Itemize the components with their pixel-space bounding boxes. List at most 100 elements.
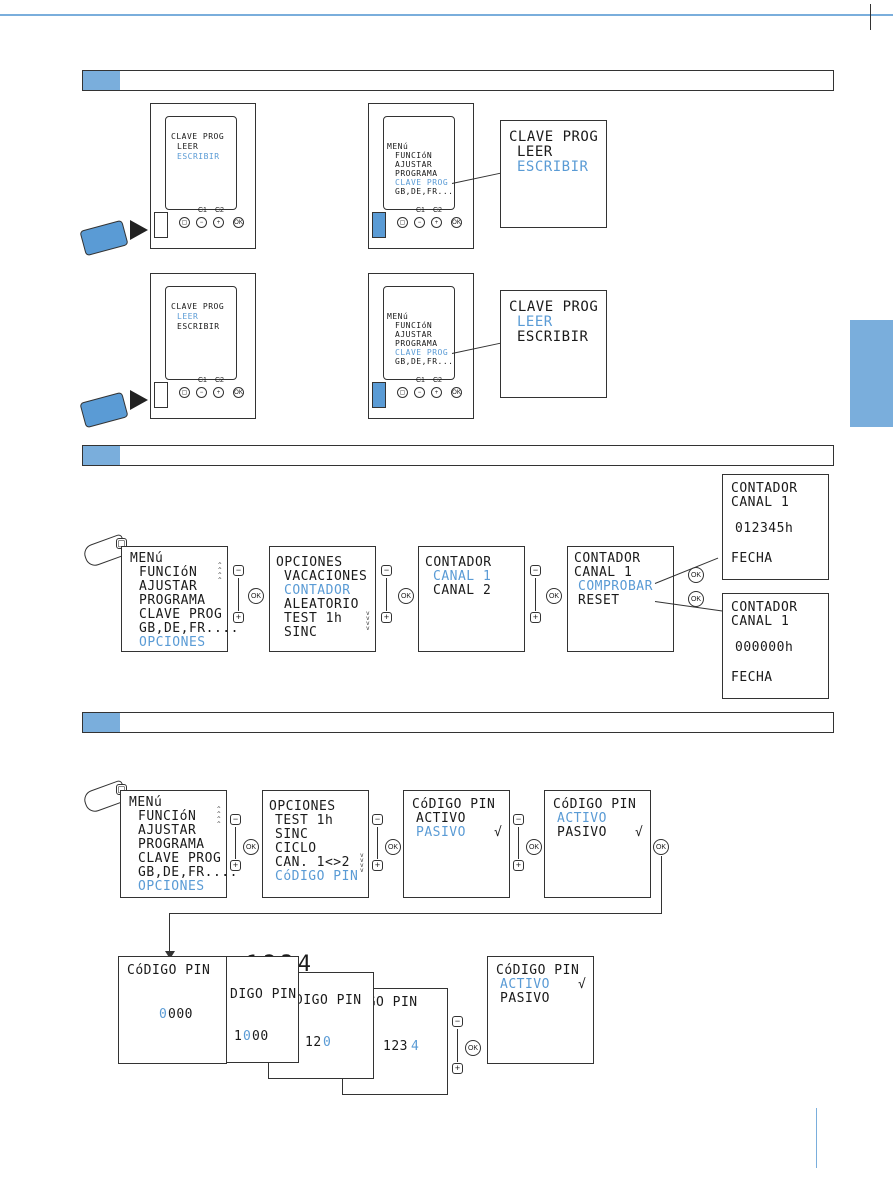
plus-button[interactable]: + [513, 860, 524, 871]
ok-button[interactable]: OK [451, 217, 462, 228]
opciones-screen: OPCIONES VACACIONES CONTADOR ALEATORIO T… [269, 546, 376, 652]
screen-line: CLAVE PROG [139, 607, 223, 622]
minus-button[interactable]: − [414, 217, 425, 228]
screen-line: CANAL 1 [731, 614, 790, 629]
screen-line: AJUSTAR [138, 823, 197, 838]
plus-button[interactable]: + [431, 387, 442, 398]
plus-button[interactable]: + [213, 217, 224, 228]
side-tab [850, 320, 893, 427]
plus-button[interactable]: + [431, 217, 442, 228]
screen-line: COMPROBAR [578, 579, 653, 594]
c1-label: C1 [416, 377, 425, 384]
screen-line: MENú [130, 551, 164, 566]
screen-line: GB,DE,FR.... [138, 865, 238, 880]
screen-line: CLAVE PROG [171, 302, 225, 311]
connector-line [169, 913, 170, 953]
ok-button[interactable]: OK [465, 1040, 481, 1056]
pin-digits: 123 [383, 1039, 408, 1054]
screen-line: ESCRIBIR [517, 159, 589, 175]
connector-line [661, 856, 662, 914]
zoom-screen-2: CLAVE PROG LEER ESCRIBIR [500, 290, 607, 398]
screen-line: CLAVE PROG [138, 851, 222, 866]
screen-line: AJUSTAR [139, 579, 198, 594]
c2-label: C2 [215, 377, 224, 384]
plus-button[interactable]: + [372, 860, 383, 871]
result-screen-2: CONTADOR CANAL 1 000000h FECHA [722, 593, 829, 699]
menu-button[interactable]: ▢ [179, 217, 190, 228]
screen-line: CONTADOR [731, 600, 798, 615]
screen-line: FECHA [731, 670, 773, 685]
minus-button[interactable]: − [196, 387, 207, 398]
minus-button[interactable]: − [372, 814, 383, 825]
minus-button[interactable]: − [414, 387, 425, 398]
screen-line: ESCRIBIR [177, 152, 220, 161]
screen-line: RESET [578, 593, 620, 608]
ok-button[interactable]: OK [653, 839, 669, 855]
screen-line: PROGRAMA [395, 339, 438, 348]
screen-line: MENú [387, 312, 409, 321]
screen-line: ACTIVO [557, 811, 607, 826]
c1-label: C1 [198, 207, 207, 214]
c2-label: C2 [433, 207, 442, 214]
menu-button[interactable]: ▢ [397, 217, 408, 228]
screen-line: SINC [275, 827, 309, 842]
screen-line: LEER [177, 142, 199, 151]
screen-line: CLAVE PROG [171, 132, 225, 141]
plus-button[interactable]: + [530, 612, 541, 623]
arrow-down-icon [165, 951, 175, 959]
ok-button[interactable]: OK [546, 588, 562, 604]
opciones-screen: OPCIONES TEST 1h SINC CICLO CAN. 1<>2 Có… [262, 790, 369, 898]
ok-button[interactable]: OK [451, 387, 462, 398]
c2-label: C2 [215, 207, 224, 214]
ok-button[interactable]: OK [248, 588, 264, 604]
ok-button[interactable]: OK [398, 588, 414, 604]
screen-line: CONTADOR [574, 551, 641, 566]
menu-screen: MENú FUNCIóN AJUSTAR PROGRAMA CLAVE PROG… [120, 790, 237, 898]
check-icon: √ [494, 825, 503, 840]
scroll-arrow [235, 827, 236, 859]
result-screen-1: CONTADOR CANAL 1 012345h FECHA [722, 474, 829, 580]
pin-entry-screen-1: CóDIGO PIN 0 000 [118, 956, 227, 1064]
timer-device-4: MENú FUNCIóN AJUSTAR PROGRAMA CLAVE PROG… [368, 273, 474, 419]
screen-line: CóDIGO PIN [275, 869, 359, 884]
menu-button[interactable]: ▢ [397, 387, 408, 398]
plus-button[interactable]: + [452, 1063, 463, 1074]
ok-button[interactable]: OK [526, 839, 542, 855]
screen-line: AJUSTAR [395, 330, 433, 339]
ok-button[interactable]: OK [243, 839, 259, 855]
plus-button[interactable]: + [233, 612, 244, 623]
minus-button[interactable]: − [452, 1016, 463, 1027]
ok-button[interactable]: OK [233, 387, 244, 398]
menu-button[interactable]: ▢ [179, 387, 190, 398]
screen-line: PASIVO [557, 825, 607, 840]
screen-line: CLAVE PROG [395, 178, 449, 187]
c2-label: C2 [433, 377, 442, 384]
screen-line: CANAL 2 [433, 583, 492, 598]
section-header-3 [82, 712, 834, 733]
screen-line: DIGO PIN [230, 987, 297, 1002]
pin-final-screen: CóDIGO PIN ACTIVO PASIVO √ [487, 956, 594, 1064]
ok-button[interactable]: OK [688, 591, 704, 607]
program-key [79, 219, 129, 257]
c1-label: C1 [416, 207, 425, 214]
ok-button[interactable]: OK [233, 217, 244, 228]
check-icon: √ [635, 825, 644, 840]
scroll-up-indicator: ^^^^ [218, 562, 222, 584]
c1-label: C1 [198, 377, 207, 384]
counter-value: 000000h [735, 640, 794, 655]
screen-line: MENú [387, 142, 409, 151]
key-slot [372, 382, 386, 408]
minus-button[interactable]: − [530, 565, 541, 576]
ok-button[interactable]: OK [385, 839, 401, 855]
minus-button[interactable]: − [513, 814, 524, 825]
ok-button[interactable]: OK [688, 567, 704, 583]
minus-button[interactable]: − [230, 814, 241, 825]
minus-button[interactable]: − [381, 565, 392, 576]
screen-line: DIGO PIN [295, 993, 362, 1008]
plus-button[interactable]: + [381, 612, 392, 623]
plus-button[interactable]: + [230, 860, 241, 871]
minus-button[interactable]: − [233, 565, 244, 576]
minus-button[interactable]: − [196, 217, 207, 228]
plus-button[interactable]: + [213, 387, 224, 398]
